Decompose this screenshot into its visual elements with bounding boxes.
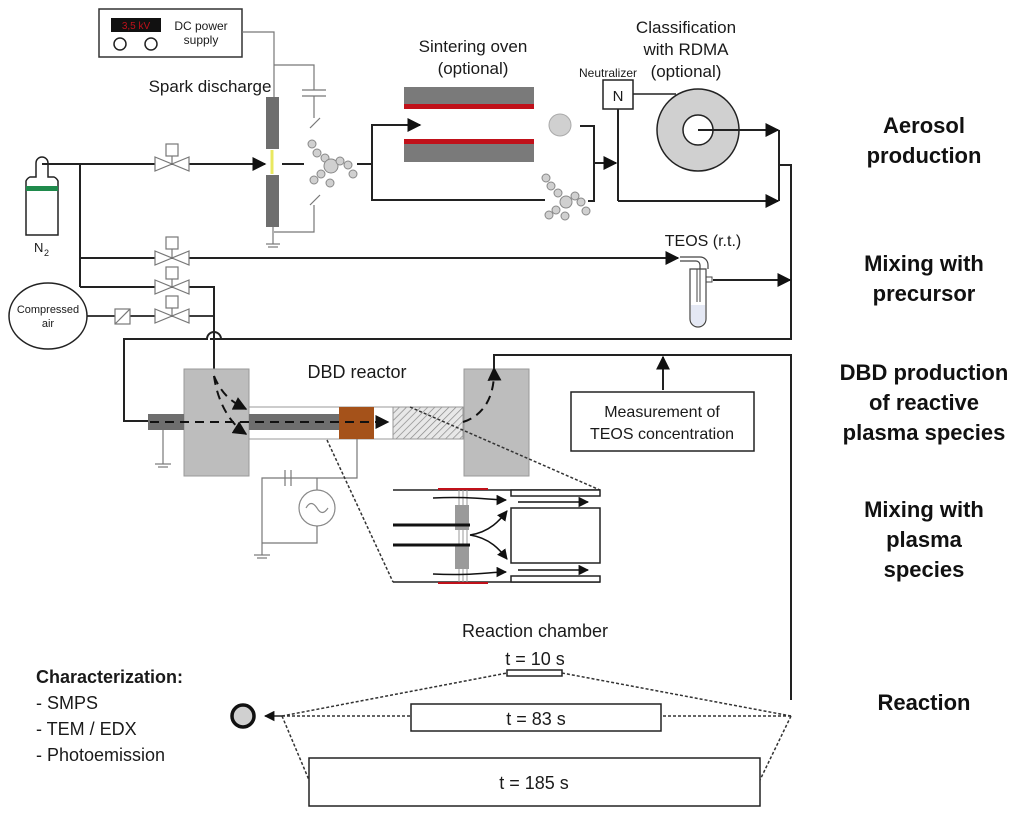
voltage-readout: 3,5 kV [122,21,151,32]
characterization-item: - TEM / EDX [36,719,137,739]
measurement-label: Measurement of [604,404,720,421]
dc-power-supply: 3,5 kV DC power supply [98,8,243,58]
svg-text:precursor: precursor [873,281,976,306]
valve-icon [154,236,190,266]
stage-label-mixing-plasma: Mixing with [864,497,984,522]
sintering-oven [404,87,534,162]
neutralizer-box [602,79,634,110]
svg-text:(optional): (optional) [438,59,509,78]
time-label-83s: t = 83 s [506,709,566,729]
spark-discharge-label: Spark discharge [149,77,272,96]
mixing-inset [393,488,601,584]
svg-text:species: species [884,557,965,582]
reaction-chamber-185s [308,757,761,807]
sintering-oven-label: Sintering oven [419,37,528,56]
filter-icon [114,308,131,325]
spark-electrode [266,97,279,149]
svg-text:with RDMA: with RDMA [642,40,729,59]
sintered-particle [548,113,572,137]
dbd-reactor-label: DBD reactor [307,362,406,382]
stage-label-aerosol: Aerosol [883,113,965,138]
valve-icon [154,143,190,172]
sample-collector-icon [230,703,256,729]
knob-icon [144,37,158,51]
n2-cylinder: N 2 [25,156,59,258]
voltage-display [111,18,161,32]
reaction-chamber-83s [410,703,662,732]
compressed-air-source [8,282,88,350]
svg-text:(optional): (optional) [651,62,722,81]
stage-label-precursor: Mixing with [864,251,984,276]
valve-icon [154,295,190,324]
neutralizer-label: Neutralizer [579,66,637,80]
reaction-chamber-label: Reaction chamber [462,621,608,641]
stage-label-dbd: DBD production [840,360,1009,385]
time-label-10s: t = 10 s [505,649,565,669]
particle-agglomerate [541,173,591,221]
svg-text:2: 2 [44,248,49,258]
svg-text:of reactive: of reactive [869,390,979,415]
svg-text:plasma: plasma [886,527,963,552]
time-label-185s: t = 185 s [499,773,569,793]
particle-agglomerate [307,139,358,188]
svg-text:plasma species: plasma species [843,420,1006,445]
teos-label: TEOS (r.t.) [665,233,741,250]
heater [404,104,534,109]
compressed-air-label: Compressed [17,304,79,316]
classification-label: Classification [636,18,736,37]
characterization-item: - SMPS [36,693,98,713]
characterization-title: Characterization: [36,667,183,687]
svg-text:N: N [34,240,43,255]
teos-bubbler [680,256,713,328]
svg-text:production: production [867,143,982,168]
svg-text:TEOS concentration: TEOS concentration [590,426,734,443]
svg-text:air: air [42,318,55,330]
reaction-chamber-10s [506,669,563,677]
svg-text:N: N [613,88,624,105]
spark-electrode [266,175,279,227]
teos-measurement-box [570,391,755,452]
knob-icon [113,37,127,51]
characterization-item: - Photoemission [36,745,165,765]
valve-icon [154,266,190,295]
stage-label-reaction: Reaction [878,690,971,715]
gas-band [26,186,58,191]
svg-text:supply: supply [184,33,219,47]
power-supply-label: DC power [174,19,227,33]
heater [404,139,534,144]
